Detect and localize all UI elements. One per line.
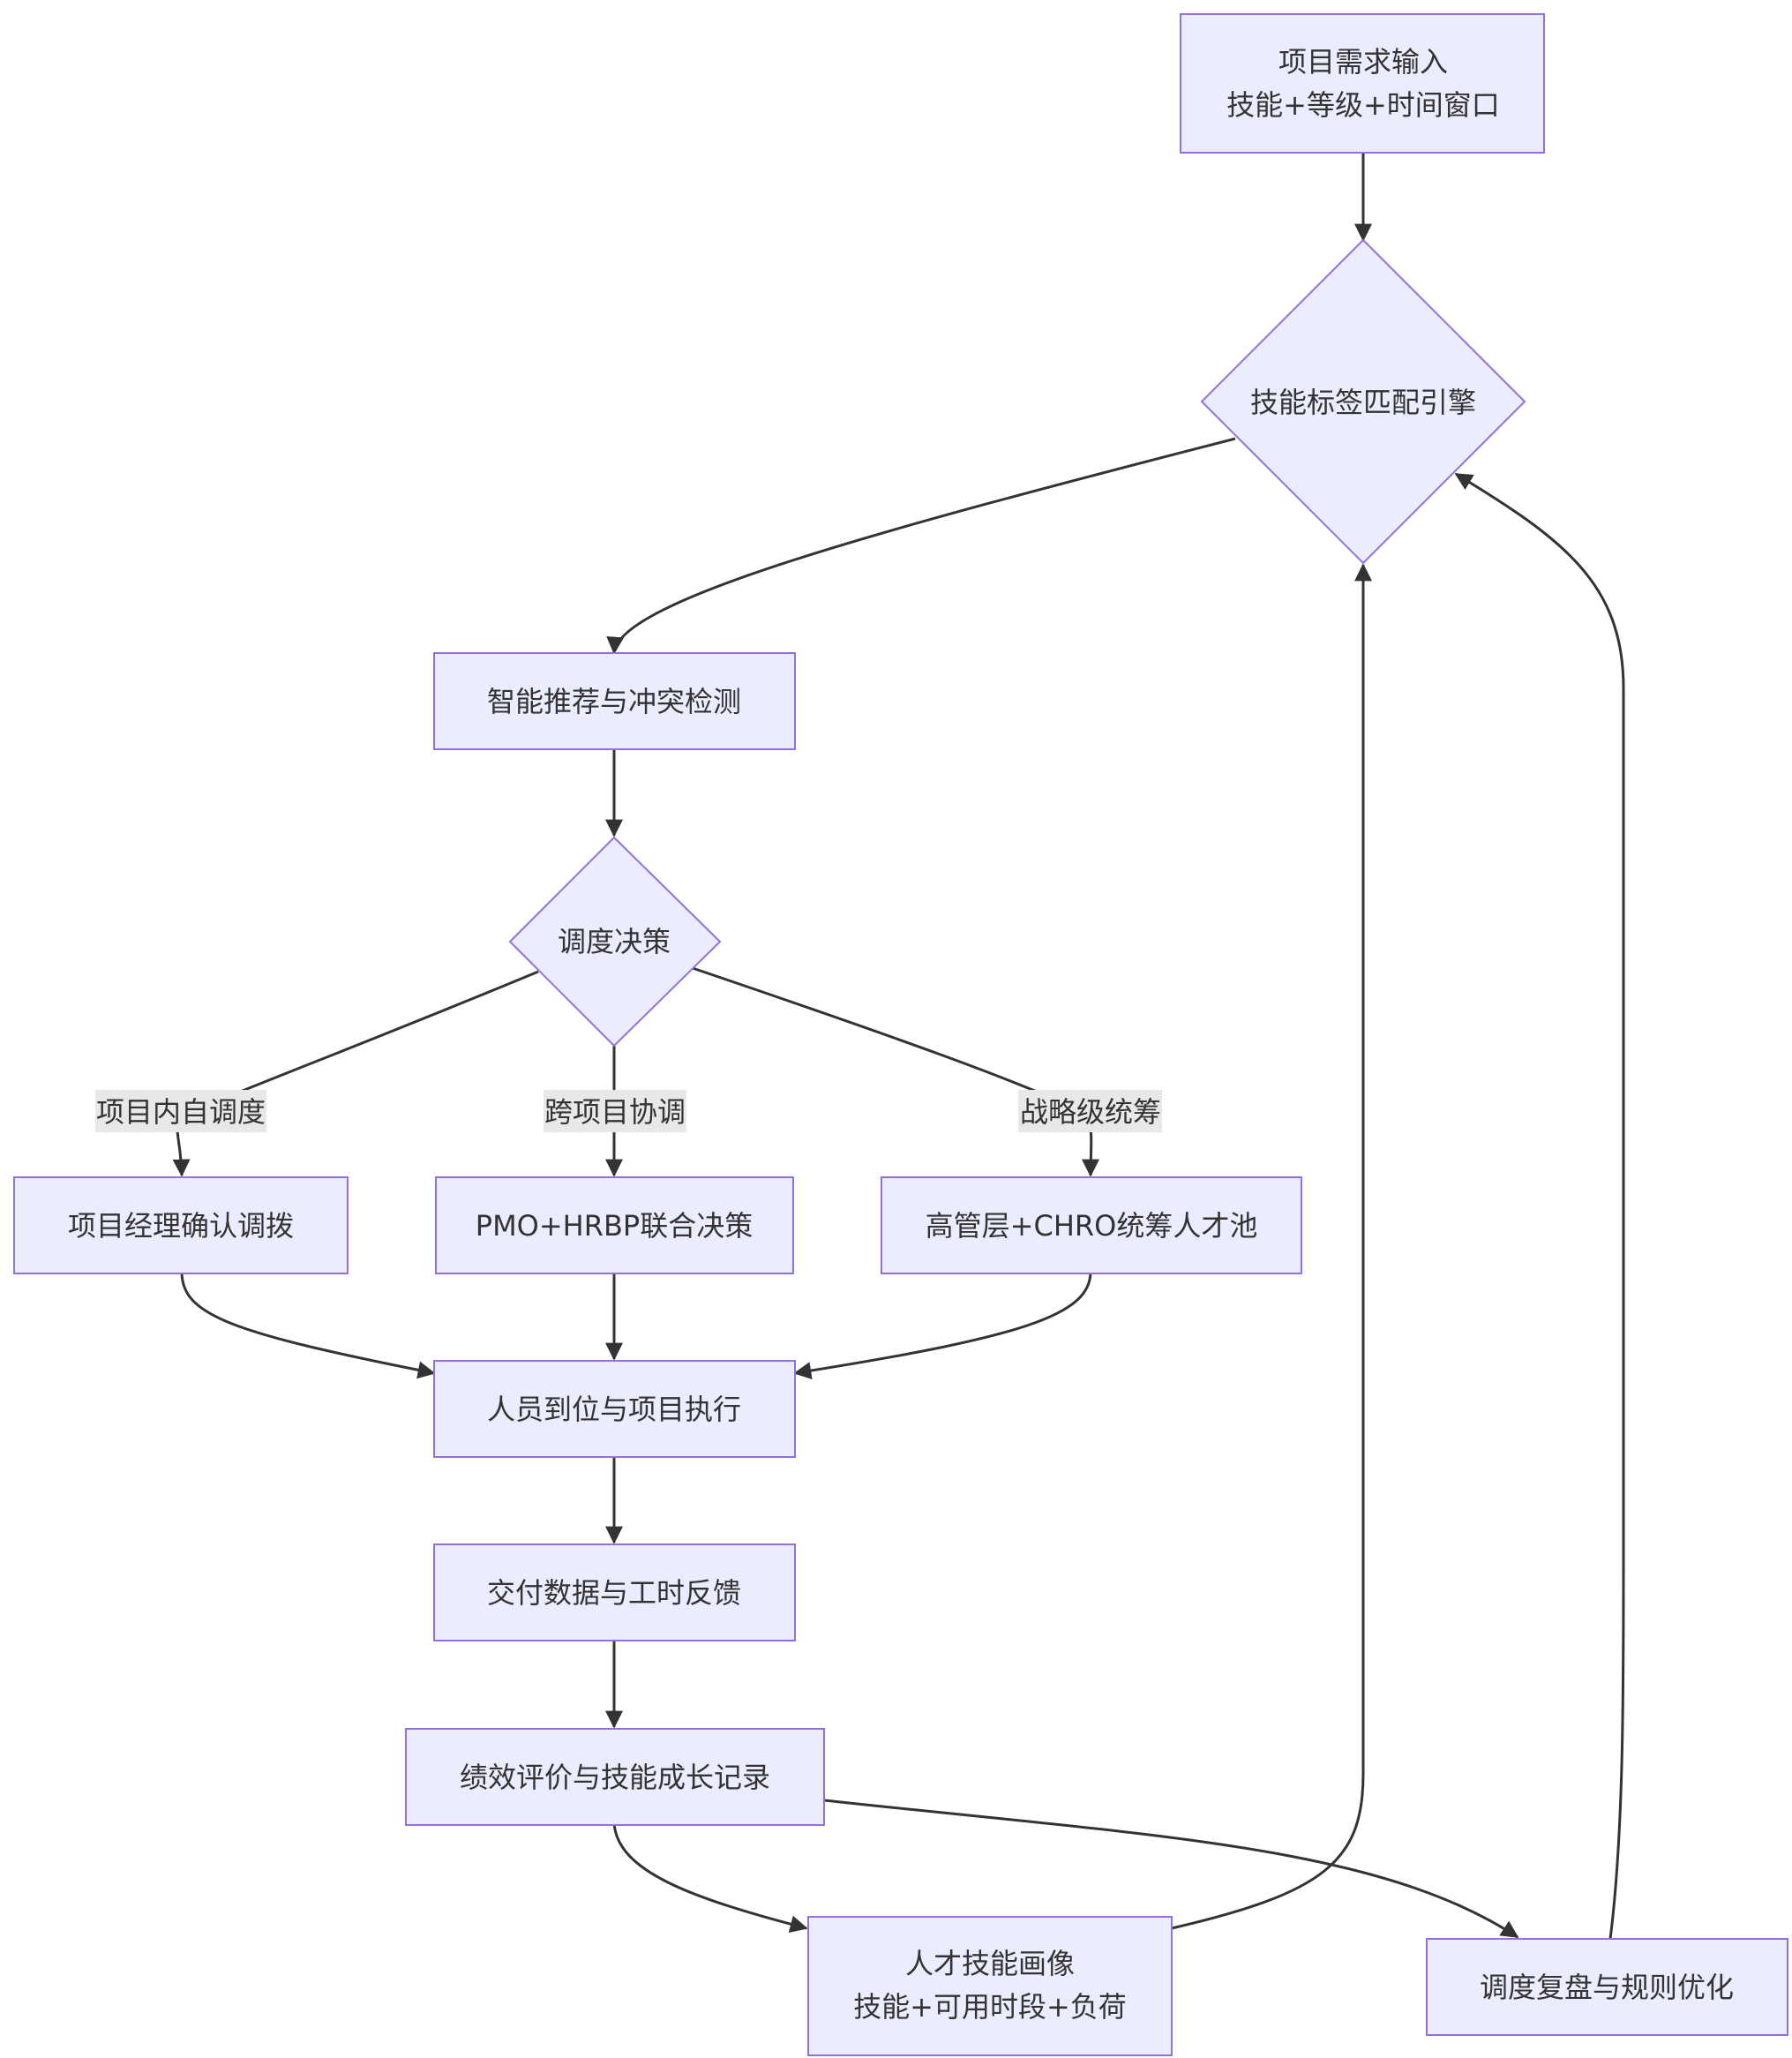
edge-label-internal-scheduling: 项目内自调度 [95,1090,266,1132]
node-pmo-hrbp-joint-decision: PMO+HRBP联合决策 [435,1176,794,1274]
node-project-demand-input: 项目需求输入 技能+等级+时间窗口 [1180,13,1545,154]
edge-decision-to-pm-confirm [172,970,539,1177]
edge-label-internal-scheduling-text: 项目内自调度 [96,1095,266,1129]
edge-performance-to-review [823,1799,1519,1939]
node-skill-tag-matching-engine-label: 技能标签匹配引擎 [1250,386,1476,419]
node-pmo-hrbp-joint-decision-label: PMO+HRBP联合决策 [476,1209,753,1243]
node-staff-onboard-execution-label: 人员到位与项目执行 [487,1393,741,1426]
edge-label-cross-project: 跨项目协调 [544,1090,686,1132]
node-smart-recommendation: 智能推荐与冲突检测 [433,652,796,750]
node-scheduling-decision: 调度决策 [508,836,722,1048]
node-project-demand-input-line-2: 技能+等级+时间窗口 [1226,88,1500,122]
node-staff-onboard-execution: 人员到位与项目执行 [433,1360,796,1458]
node-performance-growth-record-label: 绩效评价与技能成长记录 [460,1761,770,1794]
node-exec-chro-talent-pool-label: 高管层+CHRO统筹人才池 [926,1209,1258,1243]
node-scheduling-decision-label: 调度决策 [558,925,671,958]
node-performance-growth-record: 绩效评价与技能成长记录 [405,1728,825,1826]
edge-review-to-match [1454,472,1625,1940]
edge-pm-confirm-to-onboard [180,1271,436,1379]
node-scheduling-review-optimization: 调度复盘与规则优化 [1426,1938,1788,2036]
edge-decision-to-exec-chro [692,966,1100,1177]
edge-exec-chro-to-onboard [793,1271,1092,1380]
node-talent-skill-profile-line-1: 人才技能画像 [905,1947,1075,1980]
node-delivery-data-feedback-label: 交付数据与工时反馈 [487,1576,741,1610]
node-exec-chro-talent-pool: 高管层+CHRO统筹人才池 [881,1176,1302,1274]
edge-label-cross-project-text: 跨项目协调 [544,1095,686,1129]
edge-label-strategic: 战略级统筹 [1018,1090,1162,1132]
edge-performance-to-profile [612,1822,808,1934]
node-talent-skill-profile: 人才技能画像 技能+可用时段+负荷 [807,1916,1173,2056]
edge-match-to-recommend [606,437,1236,655]
edge-label-strategic-text: 战略级统筹 [1020,1095,1161,1129]
node-scheduling-review-optimization-label: 调度复盘与规则优化 [1480,1971,1734,2004]
node-smart-recommendation-label: 智能推荐与冲突检测 [487,685,741,718]
node-talent-skill-profile-line-2: 技能+可用时段+负荷 [853,1990,1127,2024]
node-pm-confirm-allocation: 项目经理确认调拨 [13,1176,349,1274]
node-skill-tag-matching-engine: 技能标签匹配引擎 [1200,238,1526,565]
node-pm-confirm-allocation-label: 项目经理确认调拨 [68,1209,294,1243]
node-delivery-data-feedback: 交付数据与工时反馈 [433,1544,796,1641]
edge-profile-to-match [1171,563,1372,1930]
node-project-demand-input-line-1: 项目需求输入 [1278,45,1448,79]
